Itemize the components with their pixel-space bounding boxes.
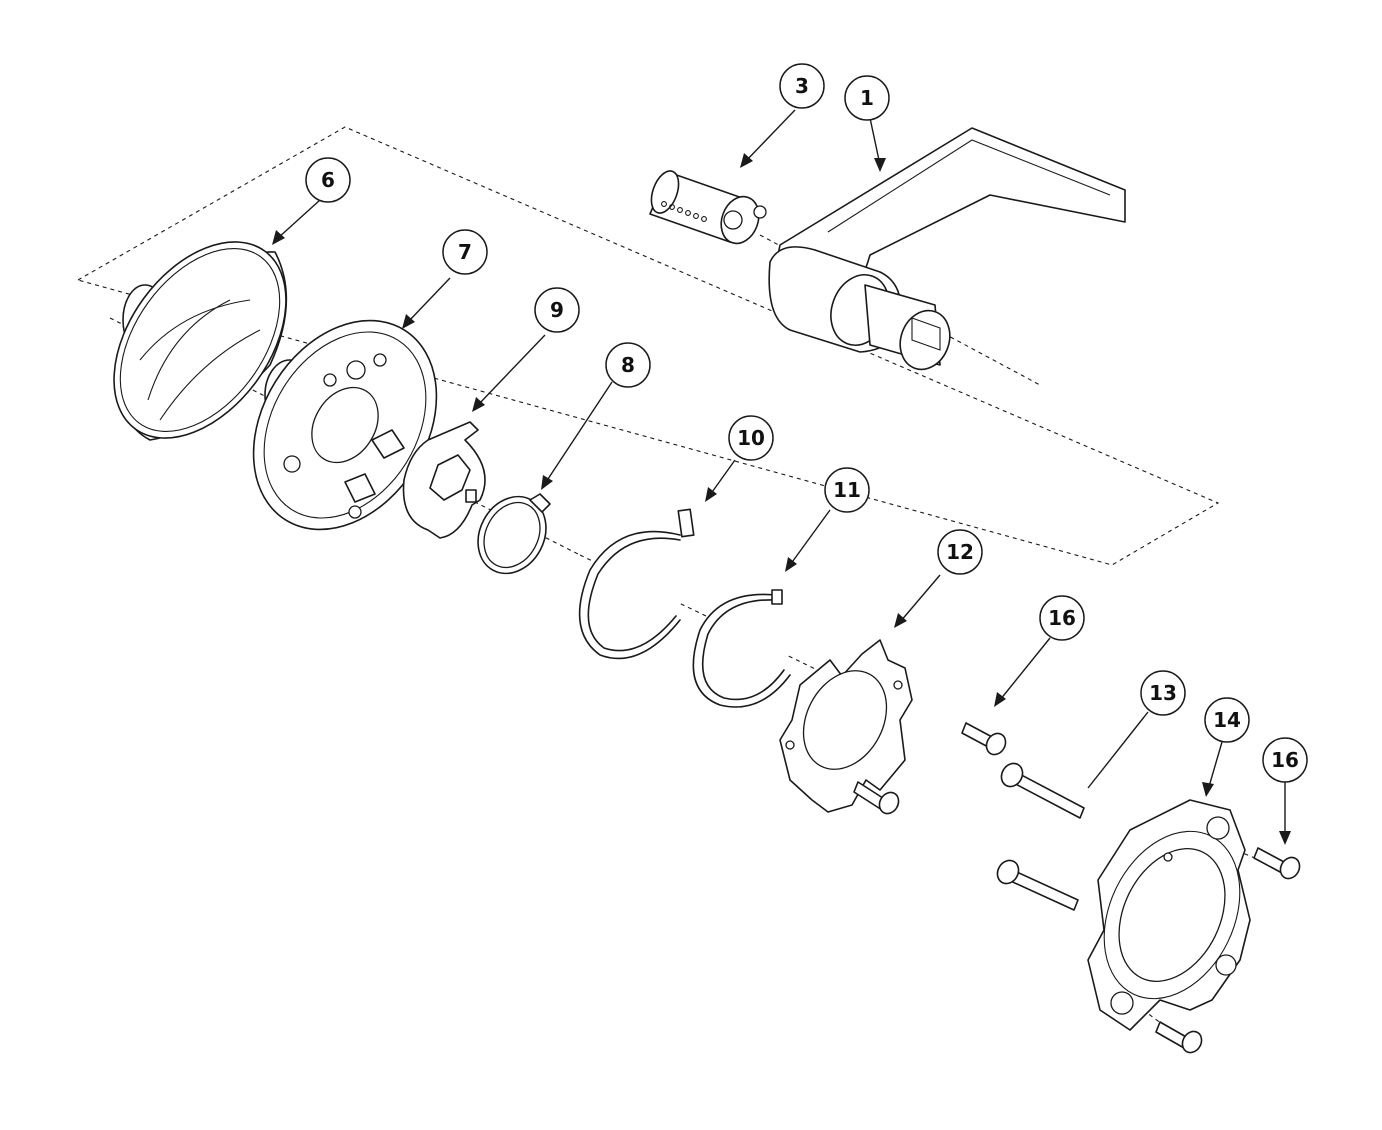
callout-16-right: 16 — [1262, 737, 1308, 783]
part-3-cylinder — [649, 170, 767, 245]
callout-12: 12 — [937, 529, 983, 575]
part-6-trim-cup — [113, 241, 288, 441]
part-8-retaining-ring — [477, 493, 551, 575]
callout-14: 14 — [1204, 697, 1250, 743]
callout-16-upper: 16 — [1039, 595, 1085, 641]
callout-9-label: 9 — [550, 298, 564, 322]
callout-11: 11 — [824, 467, 870, 513]
part-16-screw-right — [1253, 847, 1301, 880]
group-boundary — [76, 126, 1220, 566]
callout-6: 6 — [305, 157, 351, 203]
callout-1-label: 1 — [860, 86, 874, 110]
callout-6-label: 6 — [321, 168, 335, 192]
part-10-spring — [578, 508, 695, 660]
callout-12-label: 12 — [946, 540, 974, 564]
part-11-spring — [692, 589, 791, 708]
assembly-axis-lines — [109, 234, 1261, 1031]
part-13-pin-lower — [996, 859, 1079, 911]
part-16-screw-upper — [961, 722, 1007, 756]
callout-3: 3 — [779, 63, 825, 109]
screw-bottom — [1155, 1021, 1203, 1054]
callout-16-right-label: 16 — [1271, 748, 1299, 772]
leader-lines — [272, 109, 1291, 845]
part-14-mounting-plate — [1087, 799, 1251, 1031]
callout-8: 8 — [605, 342, 651, 388]
part-1-lever-handle — [768, 127, 1126, 371]
callout-13: 13 — [1140, 670, 1186, 716]
callout-7: 7 — [442, 229, 488, 275]
callout-16-upper-label: 16 — [1048, 606, 1076, 630]
callout-7-label: 7 — [458, 240, 472, 264]
callout-9: 9 — [534, 287, 580, 333]
callout-10-label: 10 — [737, 426, 765, 450]
callout-14-label: 14 — [1213, 708, 1241, 732]
screw-a — [853, 781, 900, 815]
part-13-pin-upper — [1000, 762, 1085, 819]
part-7-mounting-plate — [252, 319, 438, 531]
callout-1: 1 — [844, 75, 890, 121]
part-12-slotted-plate — [779, 639, 913, 813]
callout-11-label: 11 — [833, 478, 861, 502]
part-9-cam-plate — [402, 421, 486, 539]
callout-13-label: 13 — [1149, 681, 1177, 705]
callout-10: 10 — [728, 415, 774, 461]
callout-8-label: 8 — [621, 353, 635, 377]
callout-3-label: 3 — [795, 74, 809, 98]
